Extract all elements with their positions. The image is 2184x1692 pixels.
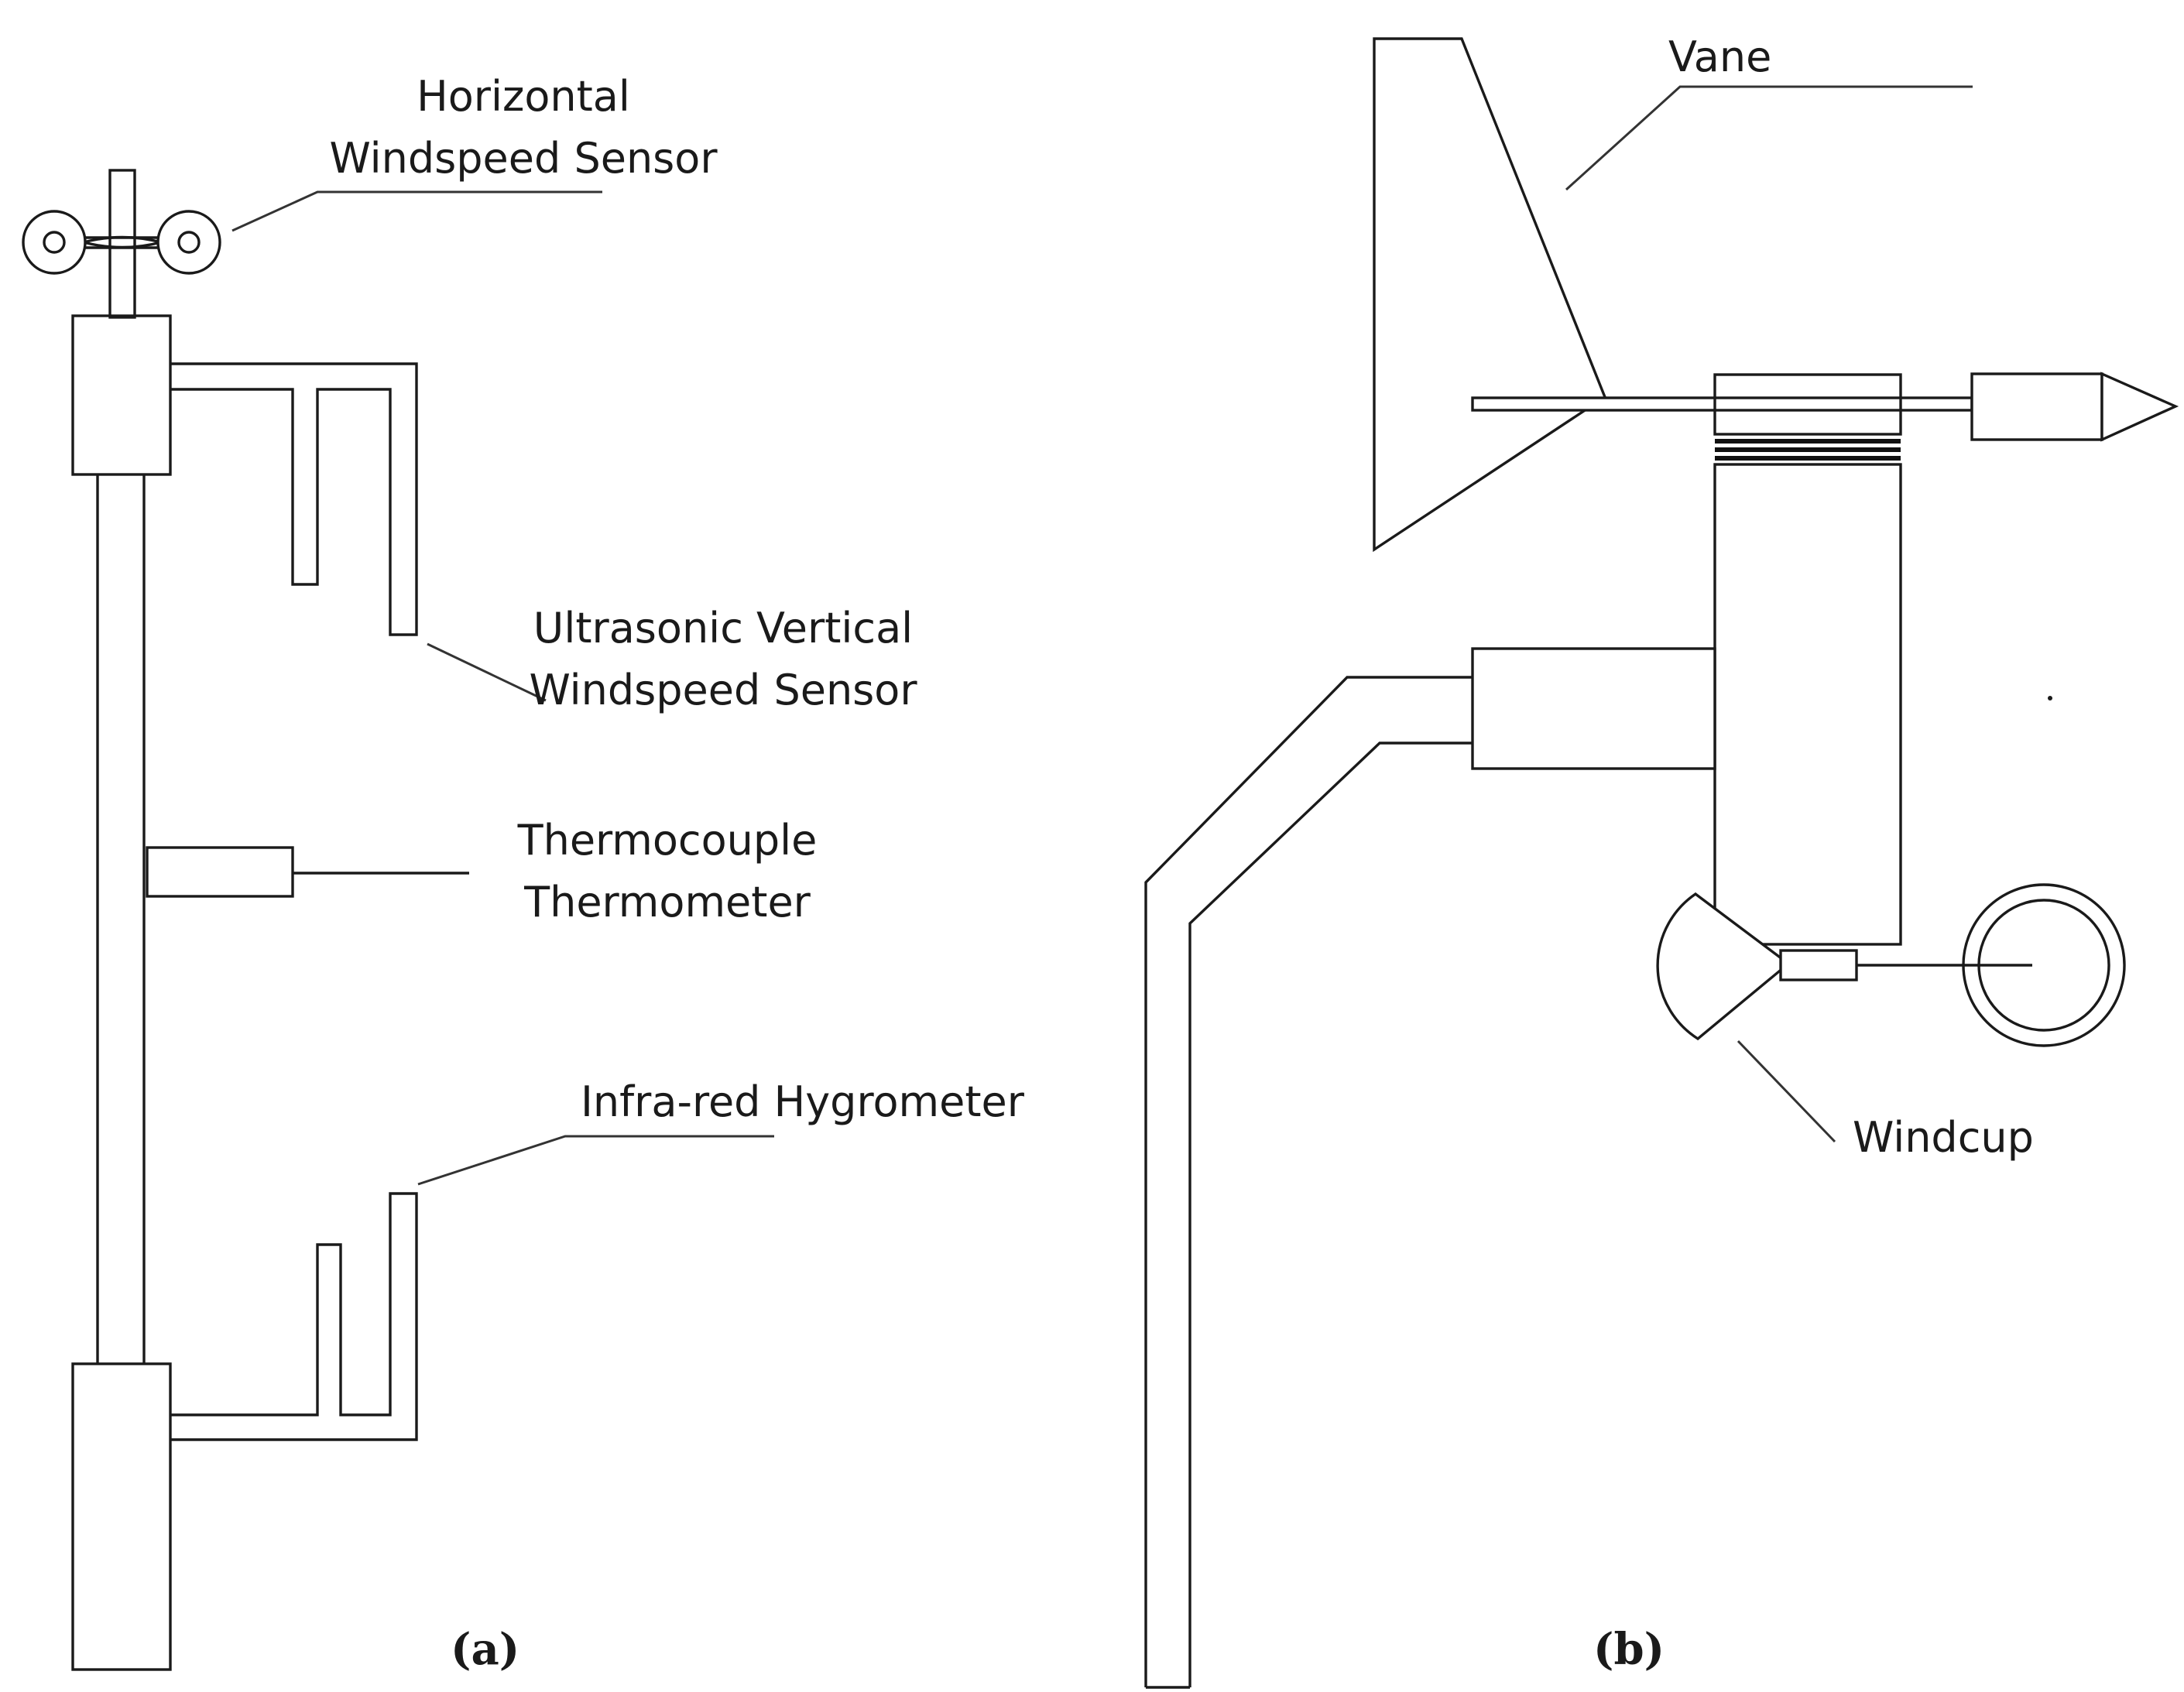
windcup-ring-inner [1977,899,2110,1032]
anemometer-cup-right [156,210,221,275]
windcup-hub [1779,949,1858,981]
leader-hygrometer [417,1135,774,1186]
anemometer-cup-left [22,210,87,275]
support-arm-outer [1144,676,1473,1687]
pointer-tip [2100,372,2179,442]
label-thermocouple-thermometer: Thermocouple Thermometer [497,810,838,933]
label-ultrasonic-vertical-windspeed-sensor: Ultrasonic Vertical Windspeed Sensor [514,598,932,721]
leader-vane [1565,85,1973,191]
label-line: Thermometer [524,878,811,926]
label-line: Vane [1668,33,1772,81]
counterweight [1970,372,2103,441]
leader-windcup [1737,1040,1836,1143]
anemometer-shaft [108,169,136,319]
label-line: Windspeed Sensor [329,134,718,183]
windcup-ring-outer [1962,883,2126,1047]
side-mount-block [1471,647,1716,770]
label-infrared-hygrometer: Infra-red Hygrometer [581,1071,1024,1133]
label-line: Windspeed Sensor [529,666,917,714]
leader-horizontal-windspeed [231,190,602,232]
hygrometer-bracket [170,1192,418,1441]
thermocouple-housing [146,846,294,898]
support-arm-inner [1188,742,1473,1687]
sensor-body [1713,463,1902,946]
caption-a: (a) [451,1624,520,1675]
label-line: Horizontal [417,72,630,121]
caption-b: (b) [1593,1624,1665,1675]
label-horizontal-windspeed-sensor: Horizontal Windspeed Sensor [314,66,732,190]
mast-pole [96,471,146,1368]
vane-housing [1713,373,1902,436]
stray-dot [2048,696,2052,700]
anemometer-assembly [22,169,221,319]
leader-ultrasonic [427,642,547,702]
label-line: Windcup [1853,1113,2034,1162]
label-line: Infra-red Hygrometer [581,1077,1024,1126]
anemometer-cup-left-inner [43,231,66,254]
panel-a-drawing [22,169,774,1671]
label-vane: Vane [1668,26,1771,88]
ultrasonic-sensor-bracket [170,362,418,636]
vane-rod [1471,396,1973,412]
vane-tail [1373,37,1607,553]
windcup-cup [1656,892,1791,1041]
anemometer-cup-right-inner [177,231,201,254]
label-windcup: Windcup [1853,1107,2034,1169]
bottom-mount-block [71,1362,172,1671]
top-mount-block [71,314,172,476]
label-line: Ultrasonic Vertical [533,604,914,652]
label-line: Thermocouple [517,816,818,865]
panel-b-drawing [1144,37,2179,1689]
